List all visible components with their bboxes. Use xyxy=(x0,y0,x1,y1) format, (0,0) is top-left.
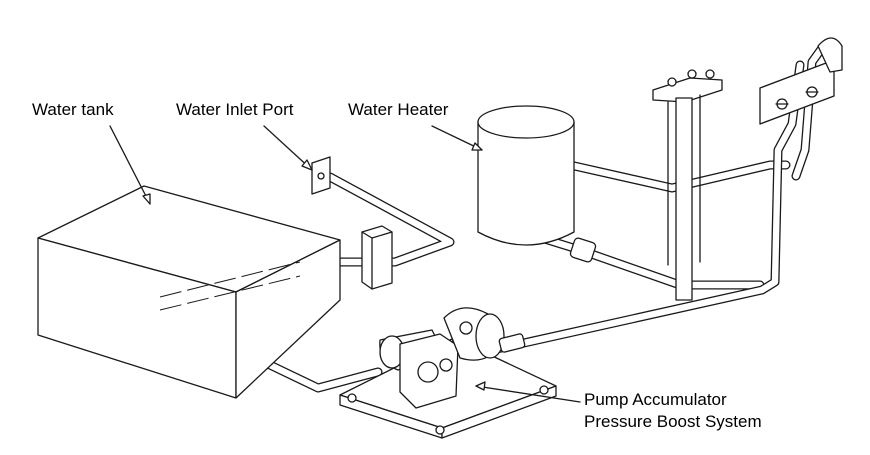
faucet-panel xyxy=(759,37,843,125)
label-pump-line1: Pump Accumulator xyxy=(584,390,727,409)
junction-box xyxy=(361,225,393,290)
water-tank xyxy=(37,185,341,399)
label-pump-line2: Pressure Boost System xyxy=(584,412,762,431)
water-heater xyxy=(477,105,575,246)
leader-water-tank xyxy=(109,125,151,205)
pump-accumulator xyxy=(339,307,557,439)
label-water-tank: Water tank xyxy=(32,100,114,119)
inline-fitting xyxy=(569,237,597,263)
callout-leaders xyxy=(109,125,581,403)
leader-pump xyxy=(475,385,581,403)
water-inlet-port xyxy=(311,156,331,195)
label-water-heater: Water Heater xyxy=(348,100,449,119)
label-water-inlet-port: Water Inlet Port xyxy=(176,100,294,119)
mixing-valve-assembly xyxy=(652,69,723,301)
